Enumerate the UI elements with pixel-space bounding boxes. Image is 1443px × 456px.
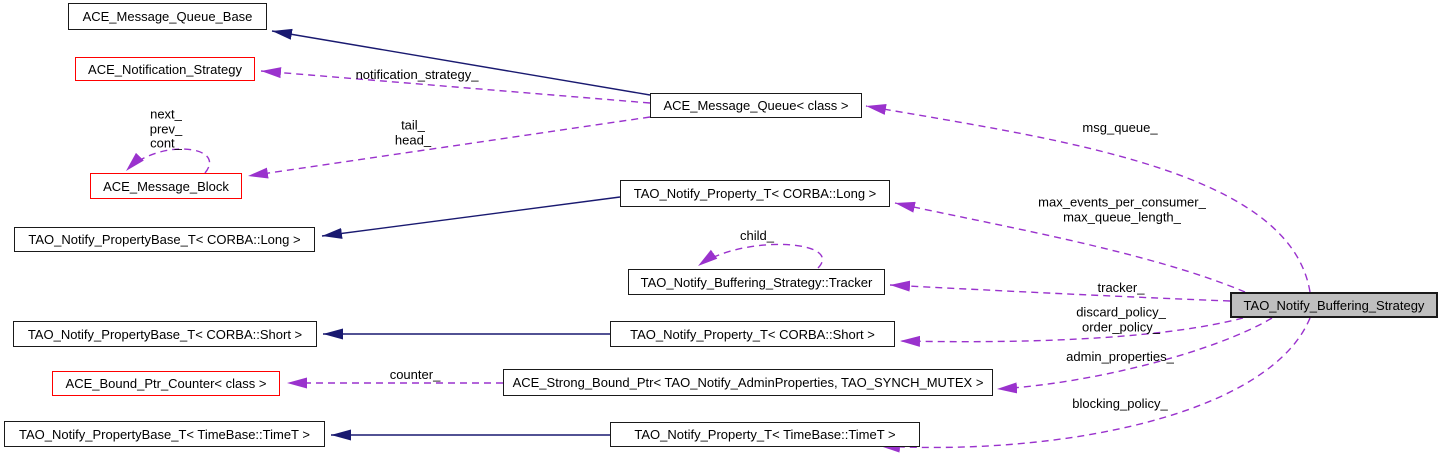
edge-label-next-prev-cont: next_ prev_ cont_	[150, 107, 183, 151]
edge-usage-msg-queue	[865, 104, 1311, 293]
node-tao-notify-buffering-strategy-tracker[interactable]: TAO_Notify_Buffering_Strategy::Tracker	[628, 269, 885, 295]
edge-usage-max-events	[894, 201, 1246, 293]
edge-label-blocking-policy: blocking_policy_	[1072, 395, 1168, 411]
edge-inherit-prop-long-to-propbase-long	[321, 196, 621, 239]
edge-label-admin-properties: admin_properties_	[1066, 348, 1174, 364]
edge-label-counter: counter_	[389, 366, 441, 382]
edge-usage-discard-order	[899, 317, 1244, 347]
node-ace-message-queue[interactable]: ACE_Message_Queue< class >	[650, 93, 862, 118]
edge-label-line: cont_	[150, 135, 182, 151]
edge-usage-block-self-loop	[125, 148, 211, 174]
edge-label-tail-head: tail_ head_	[394, 117, 432, 148]
edge-label-tracker: tracker_	[1097, 279, 1145, 295]
edge-inherit-queue-to-queue-base	[271, 28, 651, 96]
edge-label-line: order_policy_	[1081, 319, 1161, 334]
edge-label-line: max_events_per_consumer_	[1038, 194, 1206, 210]
node-ace-message-block: ACE_Message_Block	[90, 173, 242, 199]
edge-label-max-events: max_events_per_consumer_ max_queue_lengt…	[1038, 194, 1206, 225]
edge-label-line: discard_policy_	[1076, 304, 1166, 320]
node-ace-notification-strategy: ACE_Notification_Strategy	[75, 57, 255, 81]
node-tao-notify-propertybase-t-corba-short[interactable]: TAO_Notify_PropertyBase_T< CORBA::Short …	[13, 321, 317, 347]
node-tao-notify-propertybase-t-corba-long[interactable]: TAO_Notify_PropertyBase_T< CORBA::Long >	[14, 227, 315, 252]
node-tao-notify-property-t-corba-short[interactable]: TAO_Notify_Property_T< CORBA::Short >	[610, 321, 895, 347]
node-ace-bound-ptr-counter: ACE_Bound_Ptr_Counter< class >	[52, 371, 280, 396]
edge-usage-notification-strategy	[260, 67, 651, 104]
edge-label-msg-queue: msg_queue_	[1082, 119, 1158, 135]
node-tao-notify-propertybase-t-timebase-timet[interactable]: TAO_Notify_PropertyBase_T< TimeBase::Tim…	[4, 421, 325, 447]
node-ace-message-queue-base[interactable]: ACE_Message_Queue_Base	[68, 3, 267, 30]
edge-usage-tail-head	[247, 116, 651, 179]
node-ace-strong-bound-ptr[interactable]: ACE_Strong_Bound_Ptr< TAO_Notify_AdminPr…	[503, 369, 993, 396]
node-tao-notify-property-t-corba-long[interactable]: TAO_Notify_Property_T< CORBA::Long >	[620, 180, 890, 207]
edge-label-line: next_	[150, 106, 182, 122]
edge-label-notification-strategy: notification_strategy_	[355, 66, 479, 82]
edge-label-line: prev_	[149, 120, 183, 136]
edge-label-discard-order: discard_policy_ order_policy_	[1076, 304, 1166, 335]
edge-usage-tracker-self-loop	[697, 243, 824, 269]
edge-usage-tracker	[889, 280, 1231, 302]
node-tao-notify-property-t-timebase-timet[interactable]: TAO_Notify_Property_T< TimeBase::TimeT >	[610, 422, 920, 447]
edge-label-line: tail_	[401, 117, 425, 133]
edge-label-line: head_	[394, 132, 432, 147]
edge-usage-admin-properties	[996, 317, 1273, 394]
node-tao-notify-buffering-strategy: TAO_Notify_Buffering_Strategy	[1230, 292, 1438, 318]
edge-label-line: max_queue_length_	[1063, 209, 1181, 224]
edge-label-child: child_	[740, 227, 774, 243]
